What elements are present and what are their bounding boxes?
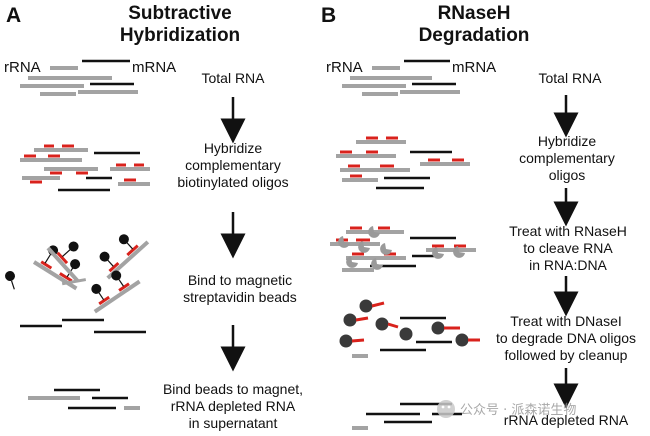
panel-b-step-3-line-3: in RNA:DNA [529, 257, 607, 273]
panel-a-step-3-line-2: streptavidin beads [183, 289, 297, 305]
panel-b-step-2-line-1: Hybridize [538, 133, 597, 149]
wechat-icon [437, 400, 455, 418]
panel-b-step-2-line-2: complementary [519, 150, 615, 166]
panel-a-step-total-rna: Total RNA [201, 70, 265, 86]
panel-b-depleted-strands [352, 402, 462, 430]
panel-b-hybridized-strands [336, 136, 470, 190]
watermark: 公众号 · 派森诺生物 [437, 400, 576, 418]
panel-b-step-3-line-1: Treat with RNaseH [509, 223, 627, 239]
panel-b-rrna-label: rRNA [326, 59, 363, 76]
panel-b-step-hybridize: Hybridize complementary oligos [519, 133, 615, 183]
panel-b-step-2-line-3: oligos [549, 167, 586, 183]
panel-a-title-line1: Subtractive [128, 3, 231, 24]
panel-a-step-4-line-1: Bind beads to magnet, [163, 381, 303, 397]
panel-a-step-magnet: Bind beads to magnet, rRNA depleted RNA … [163, 381, 303, 431]
panel-a-step-3-line-1: Bind to magnetic [188, 272, 292, 288]
panel-b-step-dnasei: Treat with DNaseI to degrade DNA oligos … [496, 313, 636, 363]
panel-b-mrna-label: mRNA [452, 59, 496, 76]
panel-a-step-4-line-3: in supernatant [189, 415, 278, 431]
panel-a-step-bind-beads: Bind to magnetic streptavidin beads [183, 272, 297, 305]
panel-b-step-depleted: rRNA depleted RNA [504, 412, 629, 428]
panel-b-step-3-line-2: to cleave RNA [523, 240, 613, 256]
panel-b-step-4-line-1: Treat with DNaseI [510, 313, 622, 329]
panel-a-letter: A [6, 4, 21, 27]
panel-a-hybridized-strands [20, 144, 150, 192]
panel-a-step-4-line-2: rRNA depleted RNA [171, 398, 296, 414]
panel-b: B RNaseH Degradation rRNA mRNA [321, 3, 636, 430]
panel-a-mrna-label: mRNA [132, 59, 176, 76]
panel-a-title-line2: Hybridization [120, 25, 240, 46]
panel-b-step-rnaseh: Treat with RNaseH to cleave RNA in RNA:D… [509, 223, 627, 273]
panel-b-step-4-line-2: to degrade DNA oligos [496, 330, 636, 346]
panel-a-depleted-strands [28, 388, 140, 410]
panel-b-step-1-line-1: Total RNA [538, 70, 602, 86]
panel-b-step-total-rna: Total RNA [538, 70, 602, 86]
panel-a-step-1-line-1: Total RNA [201, 70, 265, 86]
panel-b-rnaseh-strands [330, 226, 476, 272]
panel-b-total-rna-strands: rRNA mRNA [326, 59, 496, 96]
panel-a-total-rna-strands: rRNA mRNA [4, 59, 176, 96]
panel-b-step-5-line-1: rRNA depleted RNA [504, 412, 629, 428]
panel-b-step-4-line-3: followed by cleanup [505, 347, 628, 363]
panel-b-title-line1: RNaseH [438, 3, 511, 24]
panel-a-step-2-line-2: complementary [185, 157, 281, 173]
panel-a-step-2-line-1: Hybridize [204, 140, 263, 156]
watermark-text: 公众号 · 派森诺生物 [460, 403, 576, 418]
panel-a-step-hybridize: Hybridize complementary biotinylated oli… [177, 140, 288, 190]
panel-a: A Subtractive Hybridization rRNA mRNA [4, 3, 303, 431]
panel-a-rrna-label: rRNA [4, 59, 41, 76]
panel-a-bead-bound-strands [5, 234, 150, 334]
panel-b-title-line2: Degradation [419, 25, 530, 46]
panel-a-step-2-line-3: biotinylated oligos [177, 174, 288, 190]
panel-b-dnasei-strands [339, 299, 480, 358]
panel-b-letter: B [321, 4, 336, 27]
